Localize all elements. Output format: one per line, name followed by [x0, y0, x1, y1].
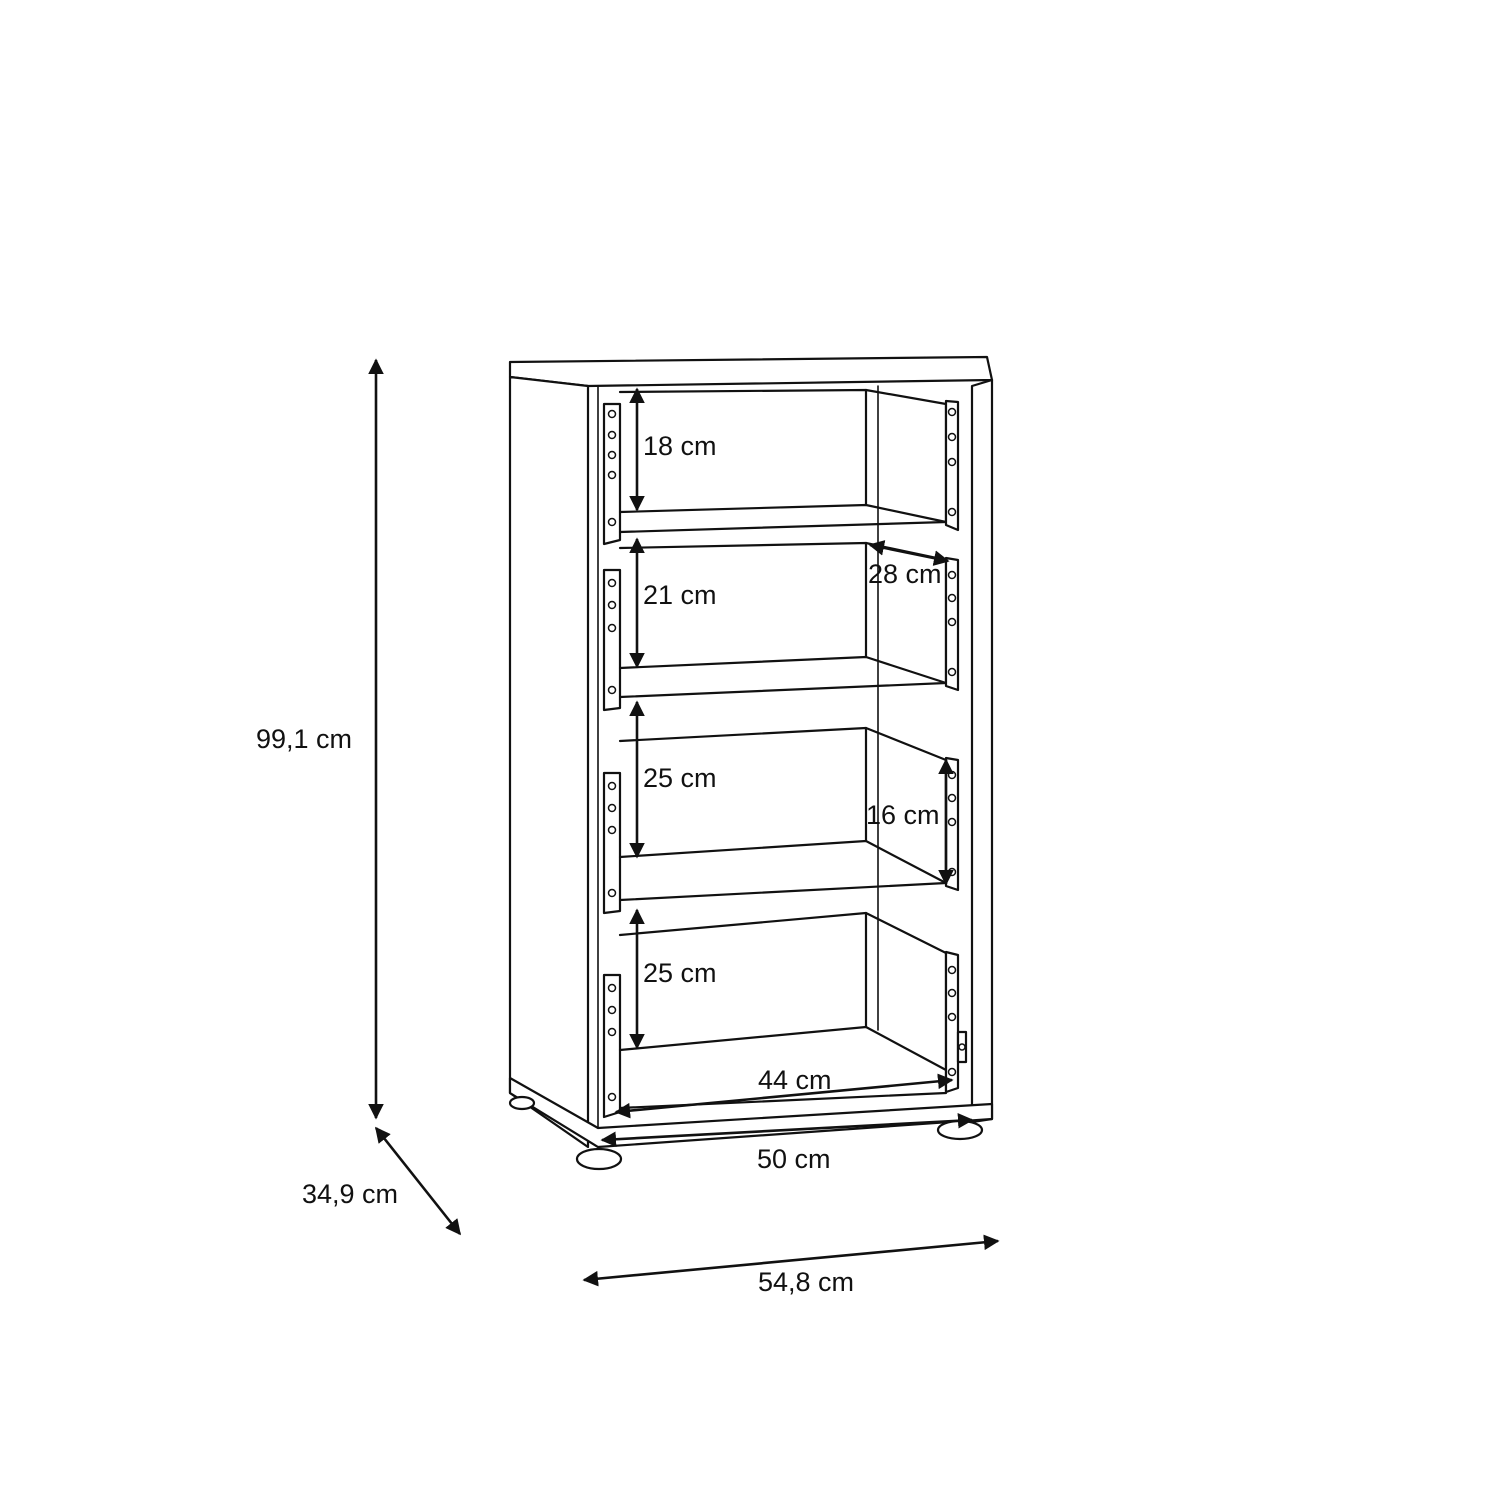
drawer-depth-label: 28 cm	[868, 559, 942, 589]
foot-front	[575, 1147, 623, 1171]
dimension-lines	[368, 358, 1000, 1287]
depth-dimension-arrow	[374, 1126, 462, 1236]
inner-width-dimension-arrow	[600, 1112, 974, 1148]
drawer-side-height-label: 16 cm	[866, 800, 940, 830]
drawer-width-dimension-arrow	[614, 1073, 954, 1119]
foot-right	[936, 1119, 984, 1141]
inner-width-label: 50 cm	[757, 1144, 831, 1174]
drawer-1-height-label: 18 cm	[643, 431, 717, 461]
overall-width-label: 54,8 cm	[758, 1267, 854, 1297]
drawers	[602, 388, 968, 1119]
drawer-2-height-label: 21 cm	[643, 580, 717, 610]
drawer-4-height-label: 25 cm	[643, 958, 717, 988]
drawer-1	[602, 388, 960, 546]
foot-left	[508, 1095, 536, 1111]
left-side-panel	[508, 375, 590, 1149]
drawer-3-height-label: 25 cm	[643, 763, 717, 793]
cabinet-body	[508, 355, 994, 1171]
depth-label: 34,9 cm	[302, 1179, 398, 1209]
right-side-panel	[970, 378, 994, 1124]
drawer-width-label: 44 cm	[758, 1065, 832, 1095]
cabinet-top	[508, 355, 994, 388]
height-label: 99,1 cm	[256, 724, 352, 754]
dimension-labels: 99,1 cm 34,9 cm 54,8 cm 50 cm 44 cm 18 c…	[256, 431, 942, 1297]
drawer-depth-arrow	[868, 540, 950, 566]
overall-width-dimension-arrow	[582, 1234, 1000, 1287]
